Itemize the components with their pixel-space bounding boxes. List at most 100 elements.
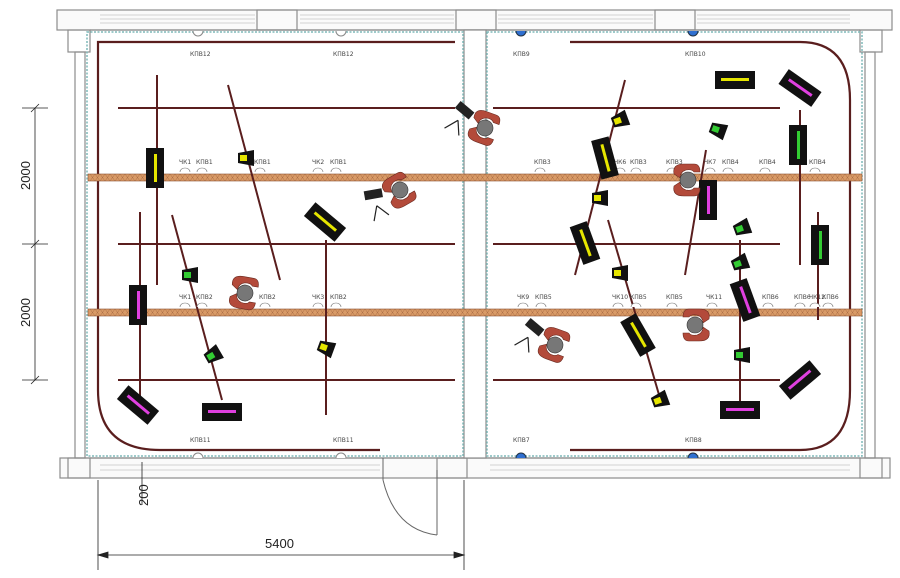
lamp-icon <box>666 302 678 308</box>
trusses <box>87 173 863 317</box>
wall-lights <box>192 30 699 459</box>
label-bottom-right-b: КПВ8 <box>685 437 702 444</box>
rail-label: КПВ1 <box>254 159 271 166</box>
glass-perimeter <box>86 31 863 457</box>
softbox-fixture <box>811 225 829 265</box>
rail-label: ЧК1 <box>179 294 191 301</box>
rail-label: КПВ4 <box>759 159 776 166</box>
rail-label: КПВ5 <box>630 294 647 301</box>
spotlight-fixture <box>708 122 729 141</box>
label-bottom-right-a: КПВ7 <box>513 437 530 444</box>
rail-label: ЧК2 <box>312 159 324 166</box>
lamp-icon <box>630 167 642 173</box>
lamp-icon <box>706 302 718 308</box>
rail-label: КПВ2 <box>330 294 347 301</box>
horizontal-rails <box>118 107 780 381</box>
lamp-icon <box>330 302 342 308</box>
label-top-left-b: КПВ12 <box>333 51 354 58</box>
perimeter-rails <box>96 40 852 452</box>
rail-label: ЧК10 <box>612 294 628 301</box>
rail-label: КПВ3 <box>666 159 683 166</box>
rail-label: КПВ1 <box>196 159 213 166</box>
lamp-icon <box>254 167 266 173</box>
lamp-icon <box>196 167 208 173</box>
spotlight-fixture <box>592 190 608 206</box>
dimension-left-lower: 2000 <box>18 298 33 327</box>
rail-label: КПВ2 <box>196 294 213 301</box>
lamp-icon <box>630 302 642 308</box>
rail-label: КПВ6 <box>822 294 839 301</box>
lamp-icon <box>179 167 191 173</box>
lamp-icon <box>535 302 547 308</box>
dimension-lines <box>22 103 466 570</box>
lamp-icon <box>312 167 324 173</box>
lamp-icon <box>534 167 546 173</box>
camera-operators <box>228 101 710 363</box>
rail-label: КПВ3 <box>534 159 551 166</box>
rail-label: КПВ4 <box>722 159 739 166</box>
rail-label: КПВ3 <box>630 159 647 166</box>
rail-label: КПВ6 <box>794 294 811 301</box>
softbox-fixture <box>729 278 761 322</box>
rail-label: ЧК3 <box>312 294 324 301</box>
rail-label: ЧК1 <box>179 159 191 166</box>
spotlight-fixture <box>734 347 750 363</box>
window-blinds <box>100 14 850 471</box>
lamp-icon <box>809 302 821 308</box>
softbox-fixture <box>569 221 601 265</box>
dimension-left-upper: 2000 <box>18 161 33 190</box>
camera-operator <box>363 171 417 222</box>
dimension-bottom-width: 5400 <box>265 536 294 551</box>
rail-verticals <box>139 75 819 415</box>
lamp-icon <box>722 167 734 173</box>
lamp-icon <box>196 302 208 308</box>
dimension-wall-offset: 200 <box>136 484 151 506</box>
softbox-fixture <box>591 136 619 180</box>
softbox-fixture <box>699 180 717 220</box>
rail-label: КПВ2 <box>259 294 276 301</box>
softbox-fixture <box>146 148 164 188</box>
lamp-icon <box>794 302 806 308</box>
lamp-icon <box>517 302 529 308</box>
label-bottom-left-a: КПВ11 <box>190 437 211 444</box>
door <box>382 458 438 536</box>
camera-operator <box>682 308 710 342</box>
rail-label: КПВ1 <box>330 159 347 166</box>
lamp-icon <box>822 302 834 308</box>
spotlight-fixture <box>238 150 254 166</box>
softbox-fixture <box>620 313 656 357</box>
rail-label: ЧК7 <box>704 159 716 166</box>
camera-operator <box>673 163 701 197</box>
spotlight-fixture <box>732 217 753 236</box>
softbox-fixture <box>116 385 160 425</box>
softbox-fixture <box>303 202 347 242</box>
lamp-icon <box>612 302 624 308</box>
softbox-fixture <box>715 71 755 89</box>
spotlight-fixture <box>182 267 198 283</box>
label-top-right-b: КПВ10 <box>685 51 706 58</box>
lamp-icon <box>312 302 324 308</box>
softbox-fixture <box>778 69 822 107</box>
rail-label: ЧК11 <box>706 294 722 301</box>
lamp-icon <box>259 302 271 308</box>
spotlight-fixture <box>203 344 224 364</box>
spotlight-fixture <box>730 252 751 271</box>
label-top-left-a: КПВ12 <box>190 51 211 58</box>
label-top-right-a: КПВ9 <box>513 51 530 58</box>
rail-label: ЧК12 <box>809 294 825 301</box>
softbox-fixture <box>129 285 147 325</box>
spotlight-fixture <box>650 389 671 408</box>
lamp-icon <box>179 302 191 308</box>
rail-label: КПВ6 <box>762 294 779 301</box>
light-fixtures <box>116 69 829 425</box>
softbox-fixture <box>202 403 242 421</box>
rail-label: КПВ4 <box>809 159 826 166</box>
softbox-fixture <box>789 125 807 165</box>
lamp-icon <box>330 167 342 173</box>
spotlight-fixture <box>612 265 628 281</box>
camera-operator <box>444 101 501 146</box>
spotlight-fixture <box>316 340 337 359</box>
rail-label: КПВ5 <box>666 294 683 301</box>
rail-label: ЧК6 <box>614 159 626 166</box>
